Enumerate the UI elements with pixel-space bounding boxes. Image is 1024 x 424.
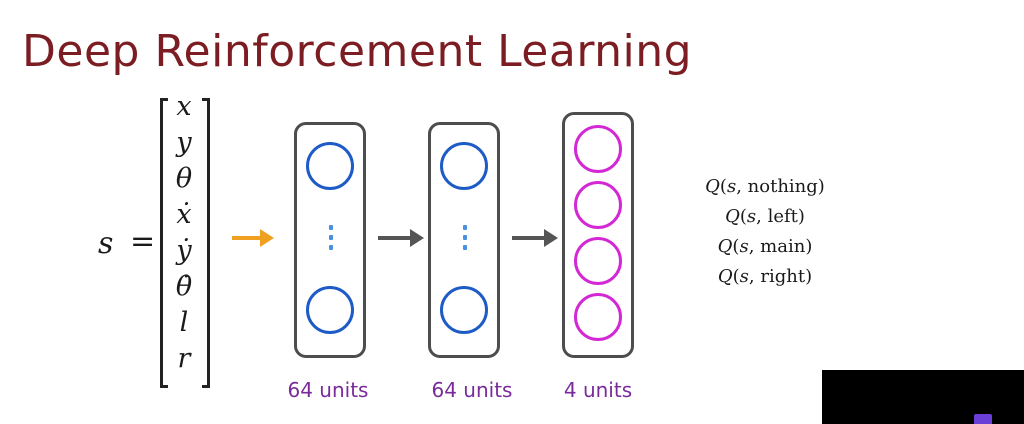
output-node [574,237,622,285]
state-var-y: y [176,127,192,158]
ellipsis-dots [463,225,467,251]
video-overlay-block [822,370,1024,424]
neuron-node [440,142,488,190]
state-var-x: x [176,91,192,122]
output-units-label: 4 units [563,378,633,402]
hidden-layer-1 [294,122,366,358]
state-symbol: s [98,226,114,261]
q-output-nothing: Q(s, nothing) [705,176,825,197]
input-arrow [232,229,276,247]
right-bracket [202,98,210,388]
output-node [574,125,622,173]
state-var-l: l [179,307,189,338]
q-output-right: Q(s, right) [717,266,813,287]
equals-sign: = [130,224,156,259]
state-var-theta: θ [175,163,193,194]
hidden-layer-2 [428,122,500,358]
neuron-node [440,286,488,334]
state-var-r: r [177,343,191,374]
layer-arrow [512,229,560,247]
state-var-theta-dot: θ̇ [175,271,193,302]
output-node [574,181,622,229]
state-var-y-dot: ẏ [176,235,192,266]
ellipsis-dots [329,225,333,251]
neuron-node [306,142,354,190]
neuron-node [306,286,354,334]
q-output-left: Q(s, left) [725,206,805,227]
slide-title: Deep Reinforcement Learning [22,26,693,77]
left-bracket [160,98,168,388]
output-layer [562,112,634,358]
layer-2-units-label: 64 units [431,378,513,402]
overlay-marker [974,414,992,424]
layer-1-units-label: 64 units [287,378,369,402]
q-output-main: Q(s, main) [717,236,813,257]
output-node [574,293,622,341]
layer-arrow [378,229,426,247]
state-var-x-dot: ẋ [176,199,192,230]
